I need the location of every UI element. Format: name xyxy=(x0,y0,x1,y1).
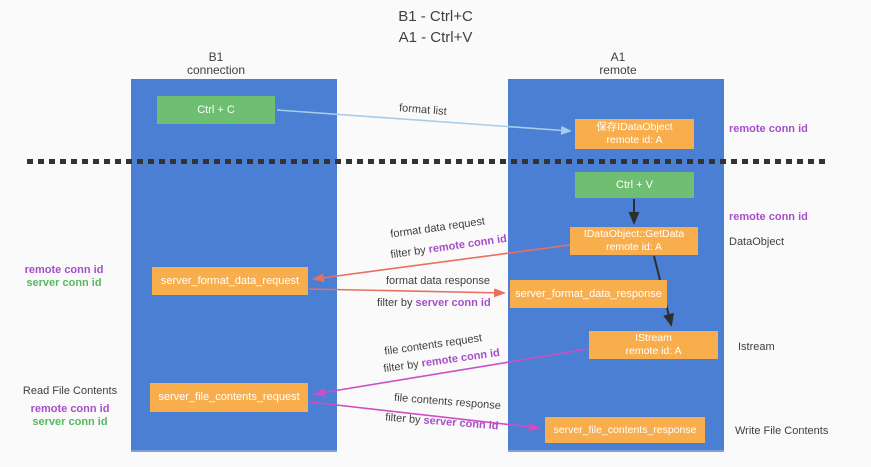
server-format-data-response-node: server_format_data_response xyxy=(510,280,667,308)
left-bottom-server-conn-id: server conn id xyxy=(32,416,108,428)
diagram-title: B1 - Ctrl+C A1 - Ctrl+V xyxy=(0,6,871,48)
remote-conn-id-top-label: remote conn id xyxy=(729,123,808,135)
left-top-remote-conn-id: remote conn id xyxy=(24,264,104,276)
stored-dataobject-line1: 保存IDataObject xyxy=(596,121,673,133)
format-data-response-arrow xyxy=(308,288,506,298)
lifeline-right-role: remote xyxy=(599,63,637,77)
read-file-contents-label: Read File Contents xyxy=(22,385,118,397)
file-contents-request-arrow xyxy=(313,348,589,397)
format-list-arrow xyxy=(276,109,572,135)
getdata-line1: IDataObject::GetData xyxy=(583,228,685,240)
left-conn-id-group-bottom: Read File Contents remote conn id server… xyxy=(18,385,122,429)
remote-conn-id-mid-label: remote conn id xyxy=(729,211,808,223)
server-conn-id-filter-key: server conn id xyxy=(415,297,491,309)
stored-dataobject-line2: remote id: A xyxy=(606,134,663,146)
lifeline-left-role: connection xyxy=(186,63,246,77)
stored-dataobject-node: 保存IDataObject remote id: A xyxy=(575,119,694,149)
server-format-data-response-label: server_format_data_response xyxy=(515,287,662,300)
ctrl-v-label: Ctrl + V xyxy=(616,178,653,191)
title-line-2: A1 - Ctrl+V xyxy=(398,29,473,46)
lifeline-header-left: B1 connection xyxy=(131,51,301,77)
dashed-separator-line xyxy=(27,159,825,164)
format-data-response-label: format data response xyxy=(386,275,490,287)
server-file-contents-response-label: server_file_contents_response xyxy=(553,423,697,436)
istream-line1: IStream xyxy=(635,332,672,344)
ctrl-c-label: Ctrl + C xyxy=(197,103,235,116)
lifeline-header-right: A1 remote xyxy=(508,51,728,77)
istream-node: IStream remote id: A xyxy=(589,331,718,359)
dataobject-label: DataObject xyxy=(729,236,785,248)
server-file-contents-request-node: server_file_contents_request xyxy=(150,383,308,412)
getdata-line2: remote id: A xyxy=(605,241,663,253)
istream-line2: remote id: A xyxy=(625,345,682,357)
server-file-contents-response-node: server_file_contents_response xyxy=(545,417,705,443)
left-conn-id-group-top: remote conn id server conn id xyxy=(14,264,114,290)
getdata-node: IDataObject::GetData remote id: A xyxy=(570,227,698,255)
lifeline-left-name: B1 xyxy=(208,50,224,64)
title-line-1: B1 - Ctrl+C xyxy=(398,8,473,25)
filter-by-text: filter by xyxy=(377,297,413,309)
left-top-server-conn-id: server conn id xyxy=(26,277,102,289)
format-data-request-arrow xyxy=(312,244,571,283)
ctrl-c-node: Ctrl + C xyxy=(157,96,275,124)
ctrl-v-node: Ctrl + V xyxy=(575,172,694,198)
file-contents-response-arrow xyxy=(309,401,541,432)
lifeline-right-name: A1 xyxy=(610,50,626,64)
server-format-data-request-label: server_format_data_request xyxy=(160,274,300,287)
server-file-contents-request-label: server_file_contents_request xyxy=(158,391,300,403)
istream-side-label: Istream xyxy=(738,341,775,353)
write-file-contents-label: Write File Contents xyxy=(735,425,829,437)
server-format-data-request-node: server_format_data_request xyxy=(152,267,308,295)
left-bottom-remote-conn-id: remote conn id xyxy=(30,403,110,415)
